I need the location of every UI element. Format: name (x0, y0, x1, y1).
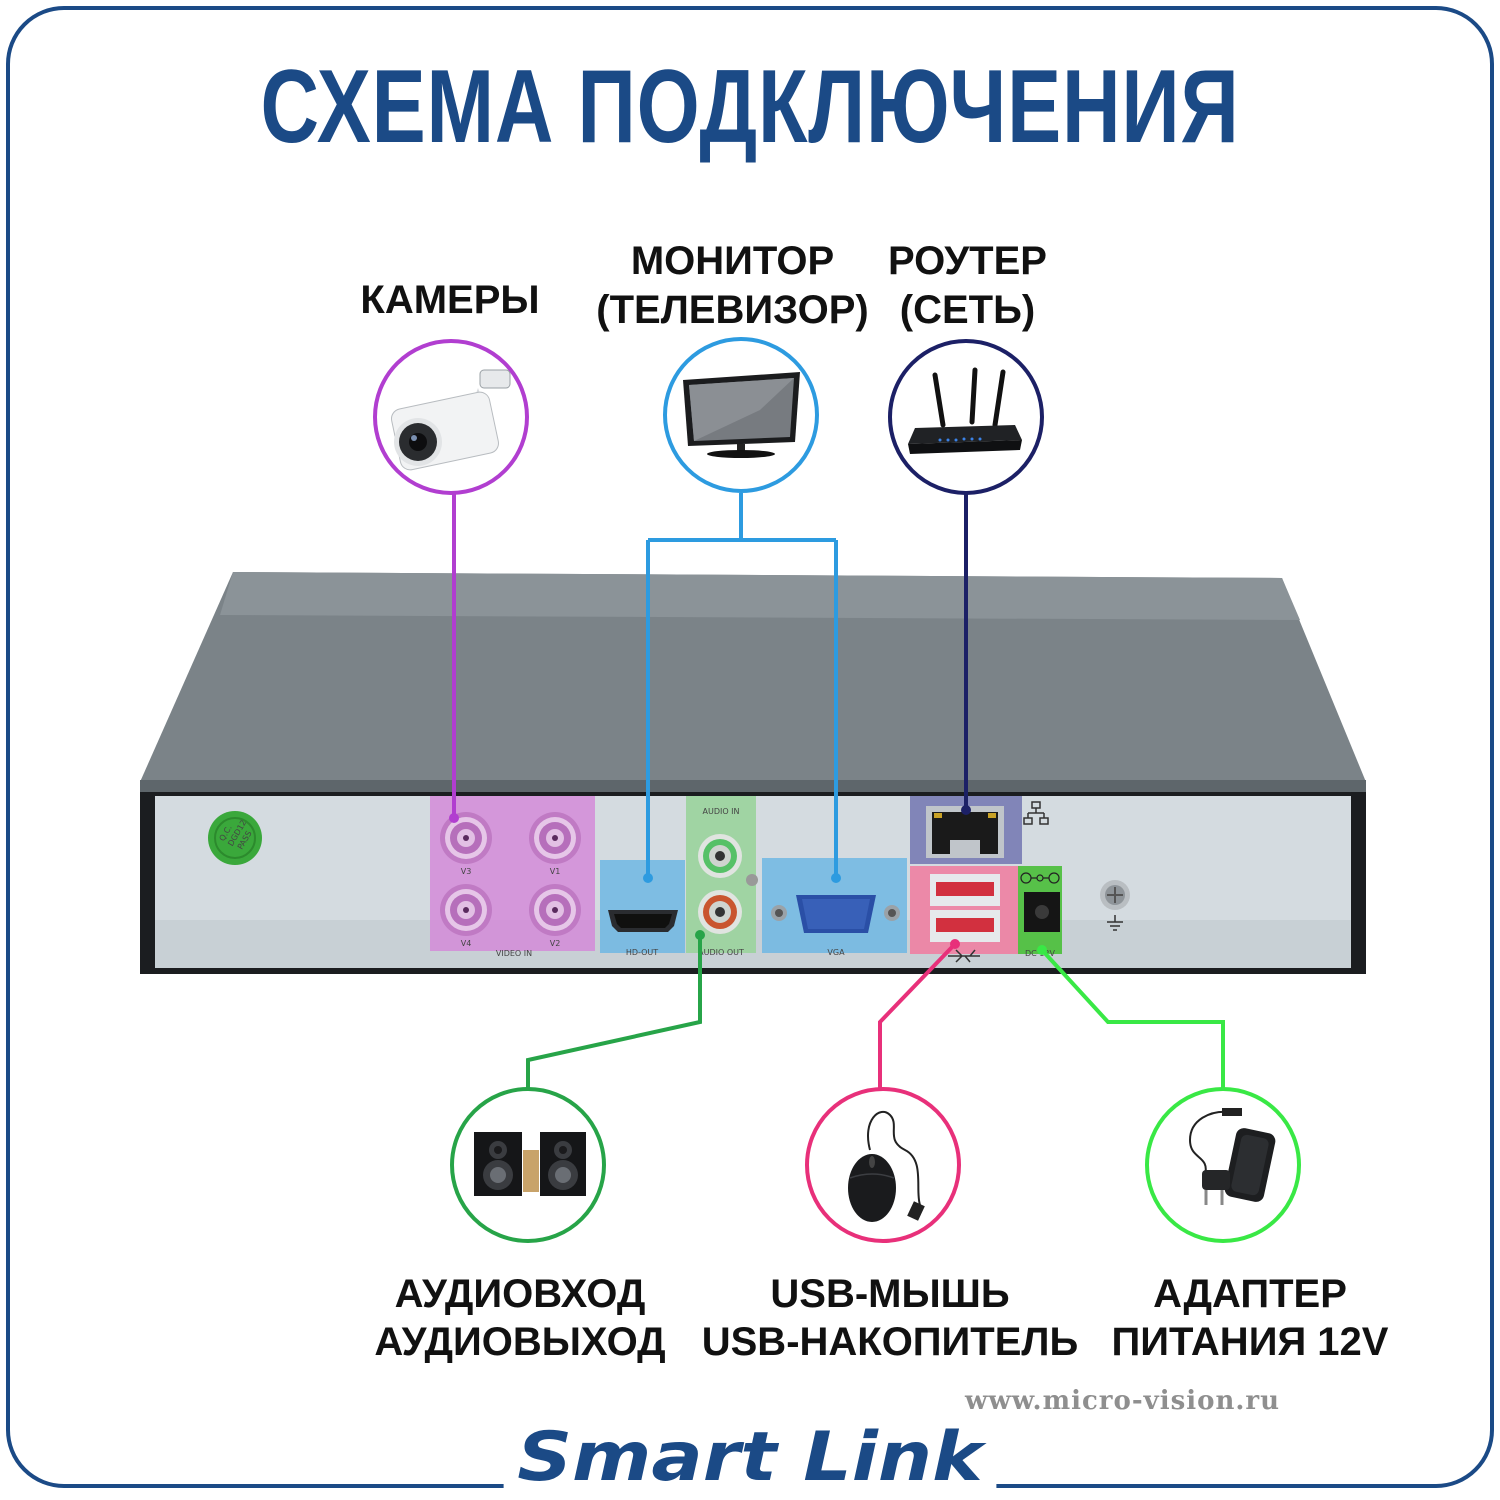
dvr-top-highlight (220, 572, 1300, 620)
label-power-line2: ПИТАНИЯ 12V (1111, 1320, 1389, 1364)
audio-line (526, 935, 702, 1088)
brand-logo: Smart Link (503, 1418, 997, 1497)
bnc-channel-label: V2 (550, 939, 561, 948)
label-monitor-line2: (ТЕЛЕВИЗОР) (596, 287, 869, 332)
label-audio: АУДИОВХОД АУДИОВЫХОД (365, 1270, 675, 1366)
bnc-channel-label: V3 (461, 867, 472, 876)
audio-ports: AUDIO IN AUDIO OUT (686, 796, 758, 957)
router-icon (908, 367, 1022, 454)
monitor-circle (663, 337, 819, 493)
bnc-channel-label: V4 (461, 939, 472, 948)
monitor-line (646, 493, 838, 878)
audio-circle (450, 1087, 606, 1243)
bnc-port-v2: V2 (529, 884, 581, 948)
label-power: АДАПТЕР ПИТАНИЯ 12V (1100, 1270, 1400, 1366)
usb-circle (805, 1087, 961, 1243)
port-label-audioin: AUDIO IN (702, 807, 739, 816)
label-usb-line2: USB-НАКОПИТЕЛЬ (701, 1320, 1079, 1364)
router-circle (888, 339, 1044, 495)
speakers-icon (474, 1132, 586, 1196)
label-monitor-line1: МОНИТОР (630, 239, 835, 283)
label-router: РОУТЕР (СЕТЬ) (860, 237, 1075, 335)
dc-power-port: DC 12V (1018, 866, 1062, 958)
label-audio-line2: АУДИОВЫХОД (374, 1320, 666, 1364)
ground-screw (1100, 880, 1130, 931)
camera-circle (373, 339, 529, 495)
dvr-top-cover (140, 572, 1366, 782)
qc-sticker: Q.C. DGD12 PASS (208, 811, 262, 865)
port-label-videoin: VIDEO IN (496, 949, 532, 958)
bnc-port-v4: V4 (440, 884, 492, 948)
mouse-icon (848, 1110, 925, 1222)
label-usb: USB-МЫШЬ USB-НАКОПИТЕЛЬ (700, 1270, 1080, 1366)
bnc-channel-label: V1 (550, 867, 561, 876)
bnc-port-v3: V3 (440, 812, 492, 876)
cctv-camera-icon (391, 369, 511, 471)
label-power-line1: АДАПТЕР (1153, 1272, 1347, 1316)
lan-port (910, 796, 1049, 864)
tv-icon (683, 372, 800, 458)
power-circle (1145, 1087, 1301, 1243)
label-router-line2: (СЕТЬ) (899, 287, 1036, 332)
label-router-line1: РОУТЕР (888, 239, 1047, 283)
label-monitor: МОНИТОР (ТЕЛЕВИЗОР) (590, 237, 875, 335)
label-audio-line1: АУДИОВХОД (394, 1272, 646, 1316)
hdmi-port: HD-OUT (600, 860, 685, 957)
connector-dots (449, 805, 1047, 955)
usb-line (878, 942, 957, 1088)
power-line (1040, 948, 1225, 1088)
vga-port: VGA (762, 858, 907, 957)
dvr-top-edge (140, 780, 1366, 794)
label-cameras: КАМЕРЫ (335, 280, 565, 320)
bnc-port-v1: V1 (529, 812, 581, 876)
label-cameras-line1: КАМЕРЫ (360, 278, 540, 322)
port-label-hdout: HD-OUT (626, 948, 658, 957)
power-adapter-icon (1188, 1108, 1276, 1205)
page-title: СХЕМА ПОДКЛЮЧЕНИЯ (260, 49, 1240, 165)
label-usb-line1: USB-МЫШЬ (770, 1272, 1010, 1316)
port-label-vga: VGA (827, 948, 845, 957)
website-url: www.micro-vision.ru (965, 1386, 1281, 1416)
port-label-audioout: AUDIO OUT (698, 948, 744, 957)
usb-ports (910, 866, 1020, 963)
connector-lines (452, 493, 1225, 1088)
